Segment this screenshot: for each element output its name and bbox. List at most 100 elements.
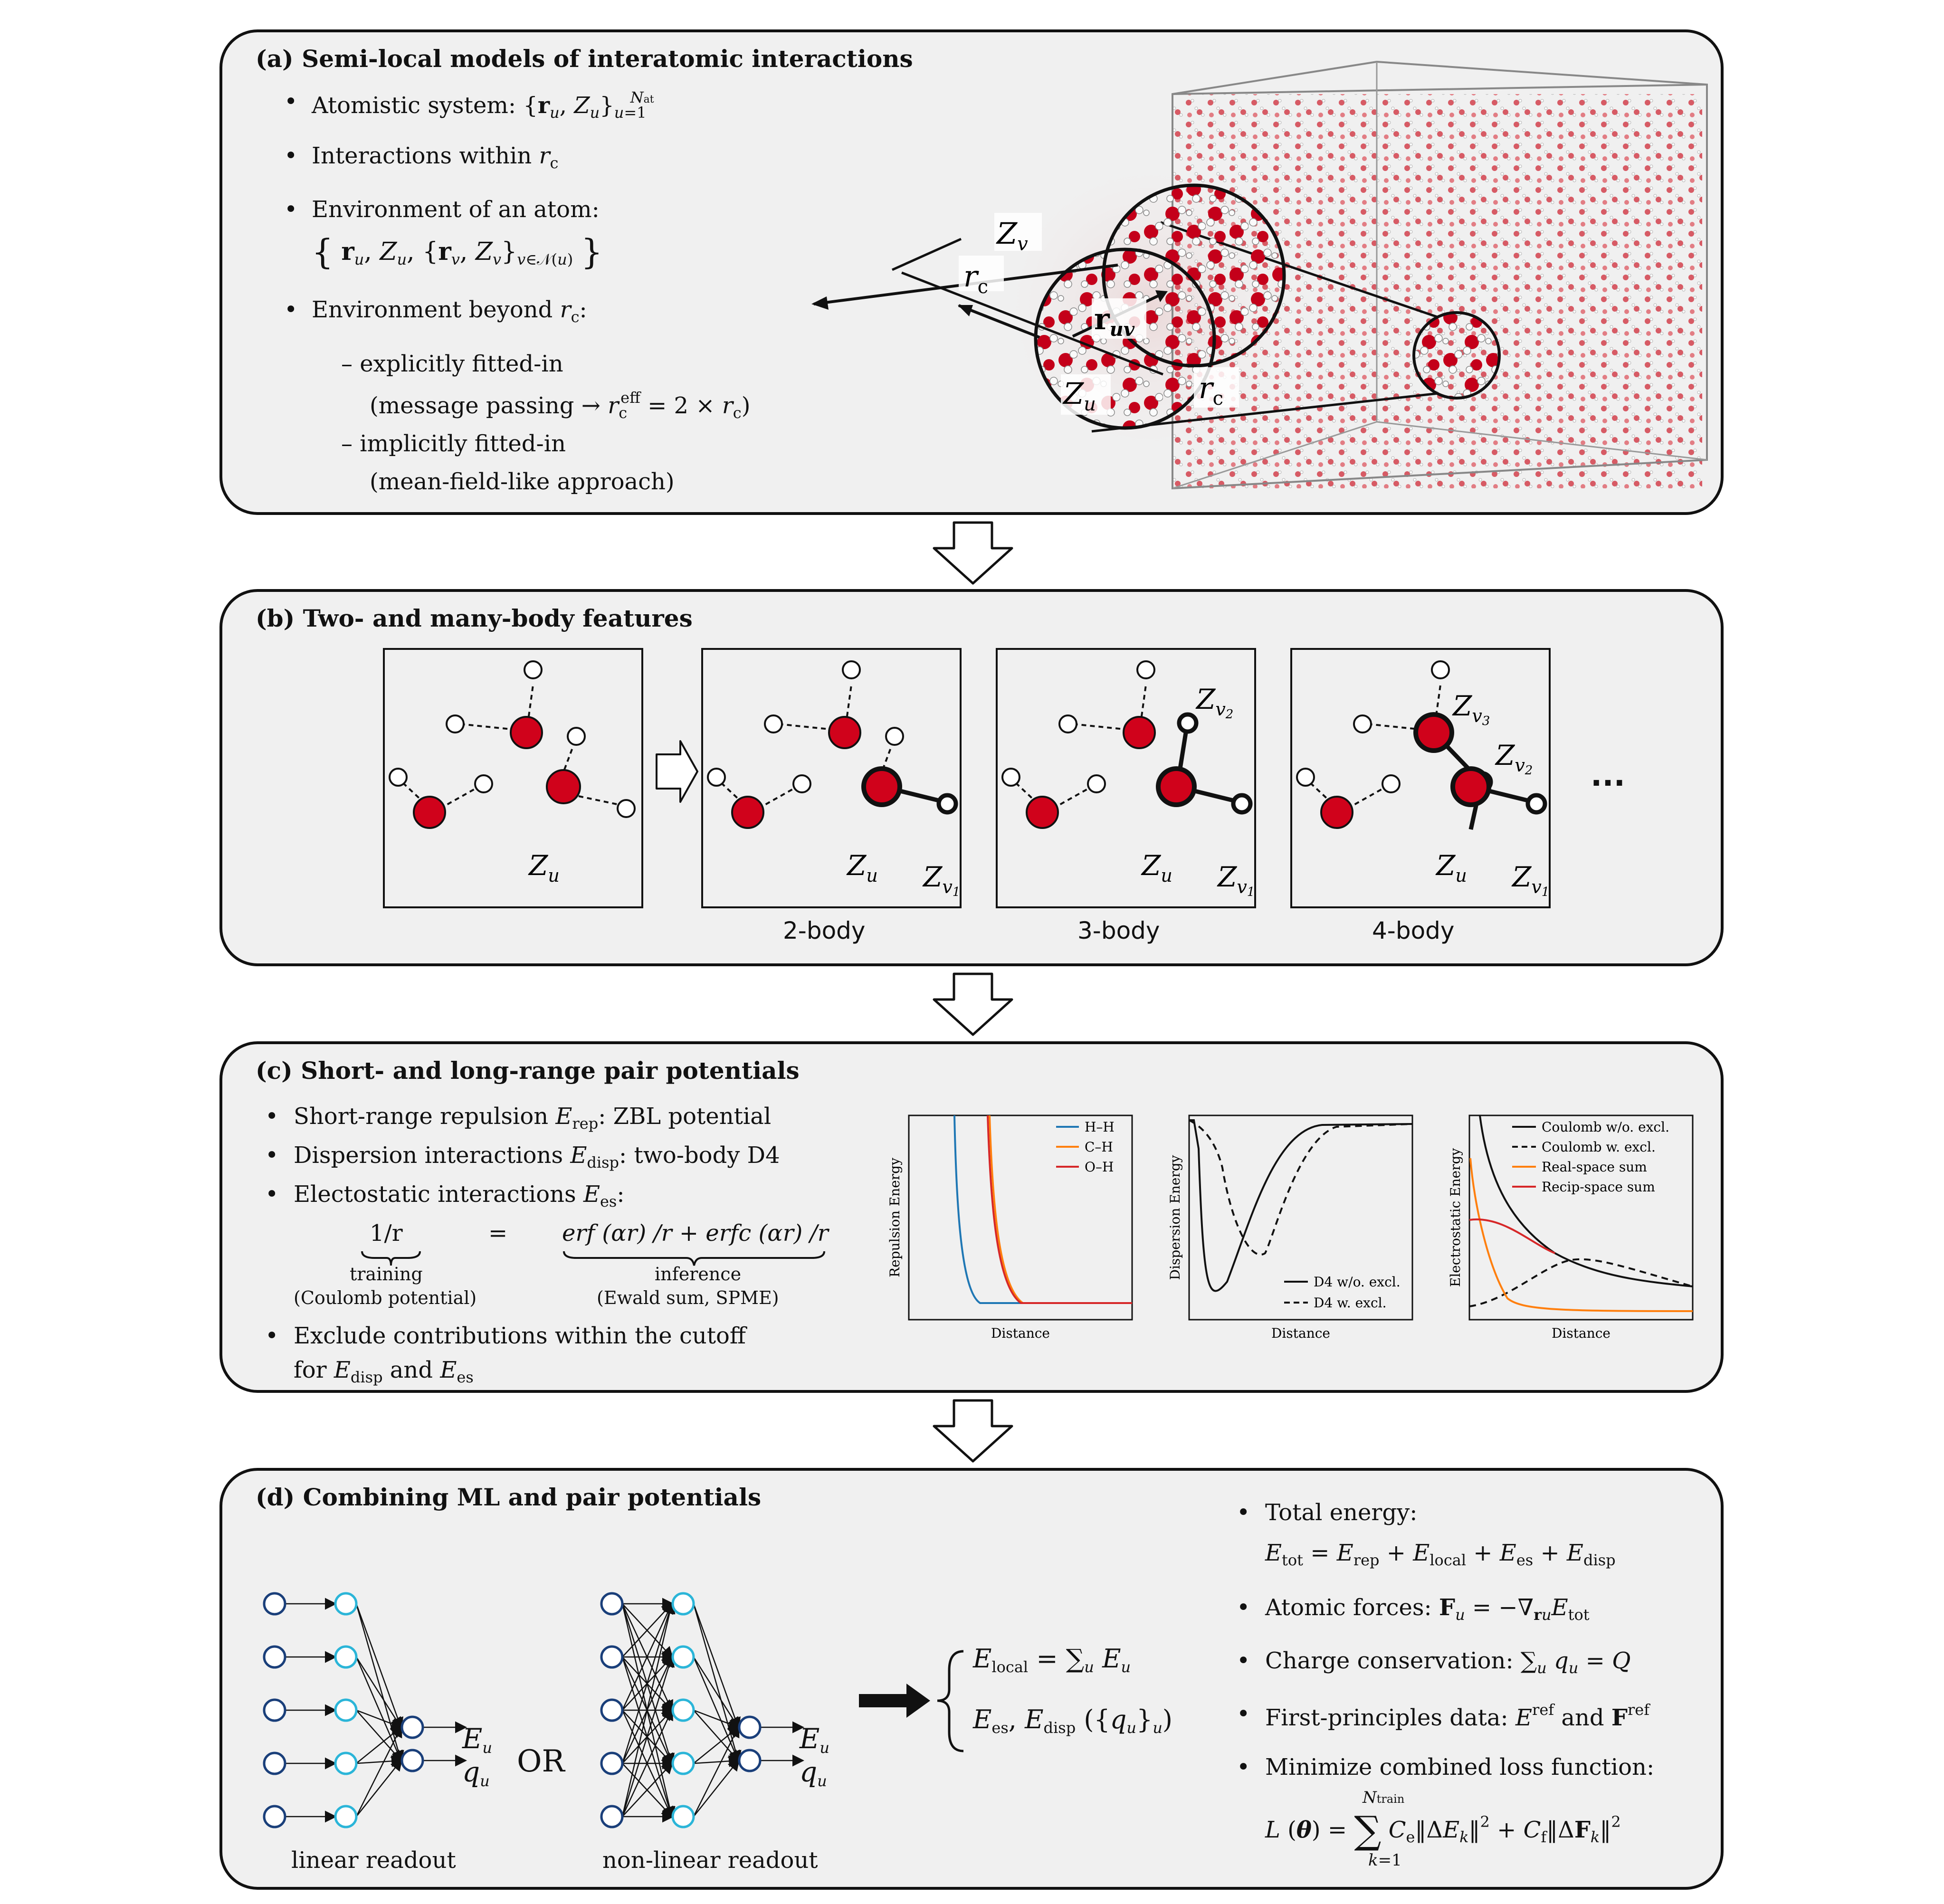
hidden-neuron: [334, 1592, 358, 1616]
box4-label-zu: Zu: [1435, 849, 1467, 886]
series-hh: [953, 1115, 1132, 1304]
sub-explicit: – explicitly fitted-in: [341, 351, 563, 377]
input-neuron: [600, 1698, 624, 1722]
sum-lower-limit: k=1: [1368, 1851, 1402, 1870]
panel-b-title: (b) Two- and many-body features: [256, 604, 693, 632]
many-body-boxes: Zu Zu Zv1 Zu Zv1 Zv2: [383, 648, 1551, 908]
ylabel-dispersion: Dispersion Energy: [1167, 1155, 1183, 1280]
sum-upper-limit: Ntrain: [1363, 1788, 1405, 1807]
label-ewald: (Ewald sum, SPME): [597, 1287, 779, 1308]
down-arrow-icon: [933, 1399, 1013, 1463]
bullet-first-principles: First-principles data: Eref and Fref: [1265, 1701, 1650, 1731]
bullet: •: [265, 1142, 279, 1169]
nn-edge: [693, 1755, 741, 1767]
eq-right: erf (αr) /r + erfc (αr) /r: [562, 1220, 829, 1247]
panel-pair-potentials: (c) Short- and long-range pair potential…: [219, 1041, 1724, 1393]
bullet-environment-beyond: Environment beyond rc:: [312, 296, 587, 326]
sub-mean-field: (mean-field-like approach): [370, 468, 675, 495]
nn-edge: [693, 1603, 742, 1763]
legend-hh: H–H: [1085, 1119, 1115, 1135]
input-neuron: [263, 1752, 286, 1775]
ylabel-repulsion: Repulsion Energy: [887, 1158, 903, 1277]
legend-ch: C–H: [1085, 1139, 1113, 1155]
electrostatic-energy-chart: Coulomb w/o. excl. Coulomb w. excl. Real…: [1448, 1114, 1694, 1341]
eq-left: 1/r: [370, 1220, 403, 1247]
curly-brace: [937, 1650, 964, 1752]
label-training: training: [350, 1264, 423, 1285]
bullet: •: [1237, 1499, 1250, 1526]
bullet-electrostatic: Electostatic interactions Ees:: [294, 1181, 625, 1210]
hidden-neuron: [671, 1592, 695, 1616]
bullet: •: [265, 1181, 279, 1208]
environment-formula: { ru, Zu, {rv, Zv}v∈𝒩(u) }: [312, 232, 603, 272]
bullet: •: [284, 196, 298, 223]
nn-edge: [693, 1710, 740, 1762]
bullet: •: [284, 143, 298, 169]
input-neuron: [263, 1698, 286, 1722]
hidden-neuron: [671, 1645, 695, 1669]
bullet-exclude: Exclude contributions within the cutoff: [294, 1323, 746, 1349]
repulsion-energy-chart: H–H C–H O–H Distance Repulsion Energy: [887, 1114, 1133, 1341]
eq-total-energy: Etot = Erep + Elocal + Ees + Edisp: [1265, 1540, 1616, 1569]
bullet: •: [1237, 1594, 1250, 1621]
nonlinear-qu: qu: [800, 1756, 827, 1790]
nn-edge: [356, 1755, 403, 1767]
label-4-body: 4-body: [1372, 917, 1455, 944]
nn-edge: [622, 1761, 674, 1817]
input-neuron: [263, 1592, 286, 1616]
label-2-body: 2-body: [783, 917, 866, 944]
input-neuron: [600, 1645, 624, 1669]
nn-edge: [355, 1603, 404, 1763]
bullet-environment: Environment of an atom:: [312, 196, 600, 223]
nn-edge: [693, 1759, 740, 1817]
bullet-charge-conservation: Charge conservation: ∑u qu = Q: [1265, 1647, 1631, 1677]
panel-c-title: (c) Short- and long-range pair potential…: [256, 1057, 800, 1085]
label-linear-readout: linear readout: [291, 1847, 456, 1874]
panel-combining-ml: (d) Combining ML and pair potentials Eu …: [219, 1468, 1724, 1890]
series-recip-space: [1469, 1218, 1555, 1254]
series-d4-wo-excl: [1189, 1119, 1413, 1292]
legend-recip-space: Recip-space sum: [1542, 1179, 1655, 1195]
hidden-neuron: [671, 1698, 695, 1722]
bullet-minimize-loss: Minimize combined loss function:: [1265, 1754, 1655, 1780]
panel-many-body-features: (b) Two- and many-body features: [219, 589, 1724, 966]
linear-eu: Eu: [462, 1723, 492, 1757]
panel-d-title: (d) Combining ML and pair potentials: [256, 1483, 762, 1511]
legend-oh: O–H: [1085, 1159, 1114, 1175]
hidden-neuron: [671, 1752, 695, 1775]
bullet: •: [284, 88, 298, 115]
nn-edge: [355, 1603, 403, 1730]
down-arrow-icon: [933, 972, 1013, 1036]
input-neuron: [600, 1752, 624, 1775]
nn-edge: [355, 1725, 402, 1817]
eq-elocal: Elocal = ∑u Eu: [973, 1644, 1131, 1676]
bullet: •: [1237, 1701, 1250, 1727]
label-coulomb: (Coulomb potential): [294, 1287, 477, 1308]
nonlinear-eu: Eu: [800, 1723, 829, 1757]
nn-edge: [693, 1725, 740, 1817]
neural-network-diagrams: [263, 1592, 964, 1828]
output-neuron: [400, 1715, 424, 1739]
xlabel-electrostatic: Distance: [1552, 1325, 1610, 1341]
label-nonlinear-readout: non-linear readout: [602, 1847, 818, 1874]
nn-edge: [693, 1656, 740, 1730]
series-d4-w-excl: [1189, 1119, 1413, 1256]
nn-edge: [621, 1601, 675, 1764]
series-real-space: [1469, 1158, 1693, 1312]
bullet-dispersion: Dispersion interactions Edisp: two-body …: [294, 1142, 780, 1171]
dispersion-energy-chart: D4 w/o. excl. D4 w. excl. Distance Dispe…: [1167, 1114, 1413, 1341]
label-3-body: 3-body: [1077, 917, 1160, 944]
nn-edge: [693, 1603, 741, 1730]
right-arrow-icon: [656, 740, 698, 803]
sub-implicit: – implicitly fitted-in: [341, 430, 566, 457]
nn-edge: [355, 1656, 402, 1730]
bullet-atomic-forces: Atomic forces: Fu = −∇ruEtot: [1265, 1594, 1590, 1624]
nn-edge: [621, 1708, 673, 1817]
eq-loss: L (θ) = ∑ Ce‖ΔEk‖2 + Cf‖ΔFk‖2: [1265, 1808, 1621, 1852]
nn-edge: [356, 1709, 403, 1730]
input-neuron: [600, 1805, 624, 1828]
series-oh: [987, 1115, 1132, 1304]
bullet-atomistic-system: Atomistic system: {ru, Zu}u=1Nat: [312, 88, 654, 122]
output-neuron: [400, 1749, 424, 1772]
nn-edge: [621, 1655, 675, 1817]
